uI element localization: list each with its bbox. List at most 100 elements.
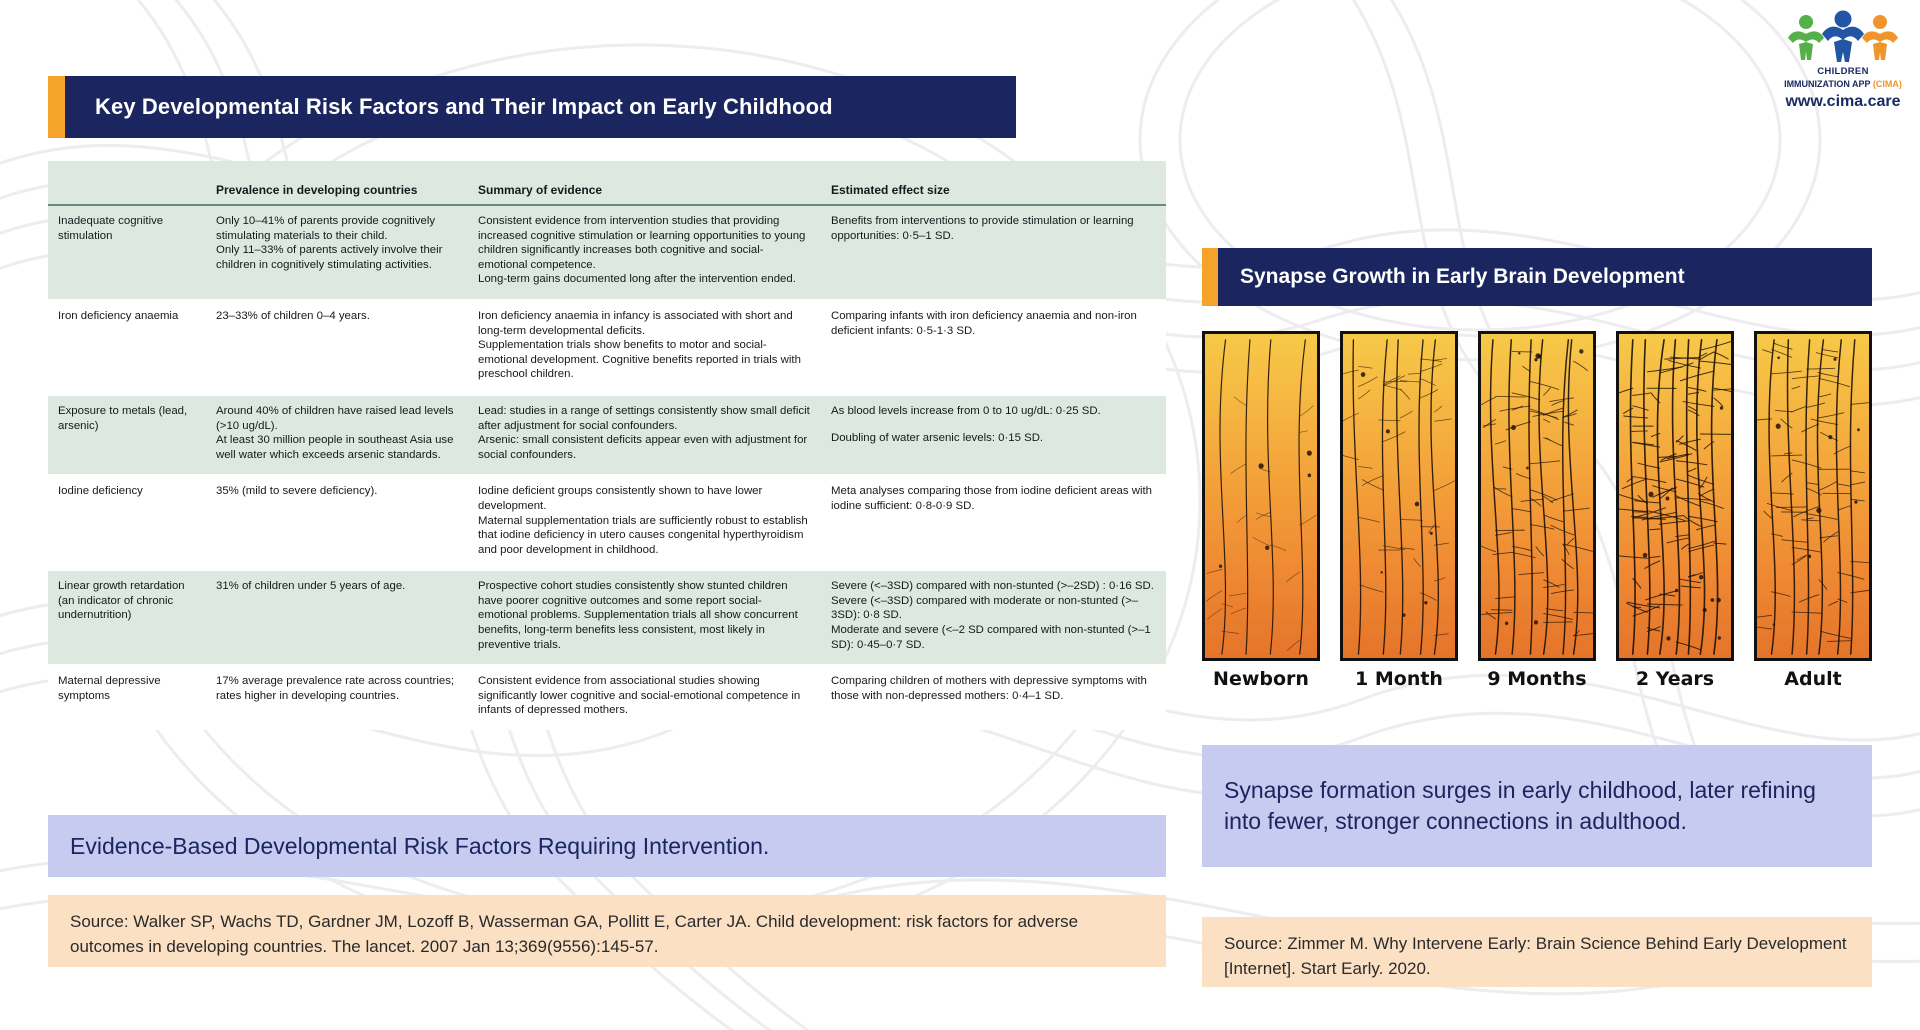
risk-factors-table: Prevalence in developing countries Summa… [48,161,1166,731]
right-panel-title: Synapse Growth in Early Brain Developmen… [1240,265,1685,288]
cell-paragraph: Comparing children of mothers with depre… [831,675,1147,702]
synapse-stage: Newborn [1202,331,1320,690]
cell-factor: Exposure to metals (lead, arsenic) [48,393,206,476]
title-body: Key Developmental Risk Factors and Their… [65,76,1016,138]
cell-paragraph: Only 11–33% of parents actively involve … [216,244,443,271]
cell-evidence: Consistent evidence from associational s… [468,664,821,731]
table-header-prevalence: Prevalence in developing countries [206,161,468,206]
cell-paragraph: 17% average prevalence rate across count… [216,675,455,702]
table-header-effect: Estimated effect size [821,161,1166,206]
synapse-stage-label: 1 Month [1355,668,1443,690]
left-callout-text: Evidence-Based Developmental Risk Factor… [48,815,1166,877]
synapse-title-accent-bar [1202,248,1218,306]
right-source-box: Source: Zimmer M. Why Intervene Early: B… [1202,917,1872,987]
synapse-image-1-month [1340,331,1458,661]
table-row: Linear growth retardation (an indicator … [48,569,1166,666]
cell-paragraph: Iron deficiency anaemia in infancy is as… [478,309,793,337]
logo-app-text: IMMUNIZATION APP [1784,79,1871,89]
table-head: Prevalence in developing countries Summa… [48,161,1166,206]
synapse-stage: 2 Years [1616,331,1734,690]
cell-paragraph: Only 10–41% of parents provide cognitive… [216,215,436,242]
synapse-stage-label: Newborn [1213,668,1309,690]
cell-effect: As blood levels increase from 0 to 10 ug… [821,393,1166,476]
synapse-image-9-months [1478,331,1596,661]
cell-paragraph: Consistent evidence from associational s… [478,675,801,717]
cell-paragraph: Comparing infants with iron deficiency a… [831,309,1137,337]
table-header-evidence: Summary of evidence [468,161,821,206]
table-row: Iodine deficiency 35% (mild to severe def… [48,474,1166,571]
right-callout-text: Synapse formation surges in early childh… [1202,745,1872,867]
cell-paragraph: Long-term gains documented long after th… [478,273,796,286]
cell-evidence: Iron deficiency anaemia in infancy is as… [468,298,821,395]
cell-prevalence: Only 10–41% of parents provide cognitive… [206,205,468,300]
title-accent-bar [48,76,65,138]
synapse-stage: 9 Months [1478,331,1596,690]
cell-paragraph: Maternal supplementation trials are suff… [478,514,808,556]
synapse-stage-strip: Newborn 1 Month 9 Months 2 Years Adult [1202,331,1872,690]
cell-paragraph: Iodine deficient groups consistently sho… [478,485,763,512]
cell-paragraph: Benefits from interventions to provide s… [831,215,1134,242]
cell-paragraph: Severe (<–3SD) compared with non-stunted… [831,580,1154,593]
synapse-stage-label: 2 Years [1635,668,1715,690]
cell-paragraph: 35% (mild to severe deficiency). [216,485,378,498]
cell-effect: Severe (<–3SD) compared with non-stunted… [821,569,1166,666]
table-row: Iron deficiency anaemia 23–33% of childre… [48,298,1166,395]
cell-prevalence: 31% of children under 5 years of age. [206,569,468,666]
cell-paragraph: Arsenic: small consistent deficits appea… [478,434,808,461]
table-row: Maternal depressive symptoms 17% average … [48,664,1166,731]
synapse-stage-label: 9 Months [1487,668,1587,690]
cell-evidence: Consistent evidence from intervention st… [468,205,821,300]
left-title-bar: Key Developmental Risk Factors and Their… [48,76,1016,138]
cell-effect: Benefits from interventions to provide s… [821,205,1166,300]
logo-website-url: www.cima.care [1785,93,1901,110]
cell-factor: Inadequate cognitive stimulation [48,205,206,300]
table-row: Exposure to metals (lead, arsenic) Around… [48,393,1166,476]
cell-paragraph: Severe (<–3SD) compared with moderate or… [831,594,1139,622]
cell-effect: Comparing infants with iron deficiency a… [821,298,1166,395]
cell-paragraph: 23–33% of children 0–4 years. [216,309,370,322]
synapse-stage: Adult [1754,331,1872,690]
logo-figures-icon [1778,8,1908,64]
cell-prevalence: 17% average prevalence rate across count… [206,664,468,731]
left-panel-title: Key Developmental Risk Factors and Their… [95,94,833,119]
logo-line-app: IMMUNIZATION APP (CIMA) [1778,78,1908,90]
table-header-factor [48,161,206,206]
right-title-bar: Synapse Growth in Early Brain Developmen… [1202,248,1872,306]
left-panel: Key Developmental Risk Factors and Their… [48,76,1166,731]
cell-paragraph: Prospective cohort studies consistently … [478,580,798,651]
cell-factor: Maternal depressive symptoms [48,664,206,731]
synapse-stage: 1 Month [1340,331,1458,690]
synapse-image-newborn [1202,331,1320,661]
cell-paragraph: 31% of children under 5 years of age. [216,580,406,593]
cell-paragraph: Consistent evidence from intervention st… [478,215,806,271]
synapse-image-adult [1754,331,1872,661]
right-callout-box: Synapse formation surges in early childh… [1202,745,1872,867]
cell-prevalence: 35% (mild to severe deficiency). [206,474,468,571]
logo-line-children: CHILDREN [1817,66,1869,77]
cell-evidence: Iodine deficient groups consistently sho… [468,474,821,571]
cell-paragraph: Around 40% of children have raised lead … [216,404,454,432]
cima-logo: CHILDREN IMMUNIZATION APP (CIMA) www.cim… [1778,8,1908,111]
right-panel: Synapse Growth in Early Brain Developmen… [1202,248,1872,690]
logo-cima-tag: (CIMA) [1872,79,1902,89]
cell-paragraph: Meta analyses comparing those from iodin… [831,485,1153,512]
cell-evidence: Lead: studies in a range of settings con… [468,393,821,476]
cell-factor: Iron deficiency anaemia [48,298,206,395]
cell-prevalence: Around 40% of children have raised lead … [206,393,468,476]
cell-prevalence: 23–33% of children 0–4 years. [206,298,468,395]
cell-paragraph: Lead: studies in a range of settings con… [478,404,810,432]
left-source-box: Source: Walker SP, Wachs TD, Gardner JM,… [48,895,1166,967]
cell-paragraph: As blood levels increase from 0 to 10 ug… [831,404,1101,417]
cell-evidence: Prospective cohort studies consistently … [468,569,821,666]
cell-spacer [831,419,1156,431]
cell-factor: Iodine deficiency [48,474,206,571]
cell-effect: Comparing children of mothers with depre… [821,664,1166,731]
left-callout-box: Evidence-Based Developmental Risk Factor… [48,815,1166,877]
cell-factor: Linear growth retardation (an indicator … [48,569,206,666]
cell-paragraph: Supplementation trials show benefits to … [478,339,801,381]
cell-paragraph: Moderate and severe (<–2 SD compared wit… [831,624,1151,651]
table-body: Inadequate cognitive stimulation Only 10–… [48,205,1166,731]
table-header-row: Prevalence in developing countries Summa… [48,161,1166,206]
cell-paragraph: At least 30 million people in southeast … [216,434,454,461]
